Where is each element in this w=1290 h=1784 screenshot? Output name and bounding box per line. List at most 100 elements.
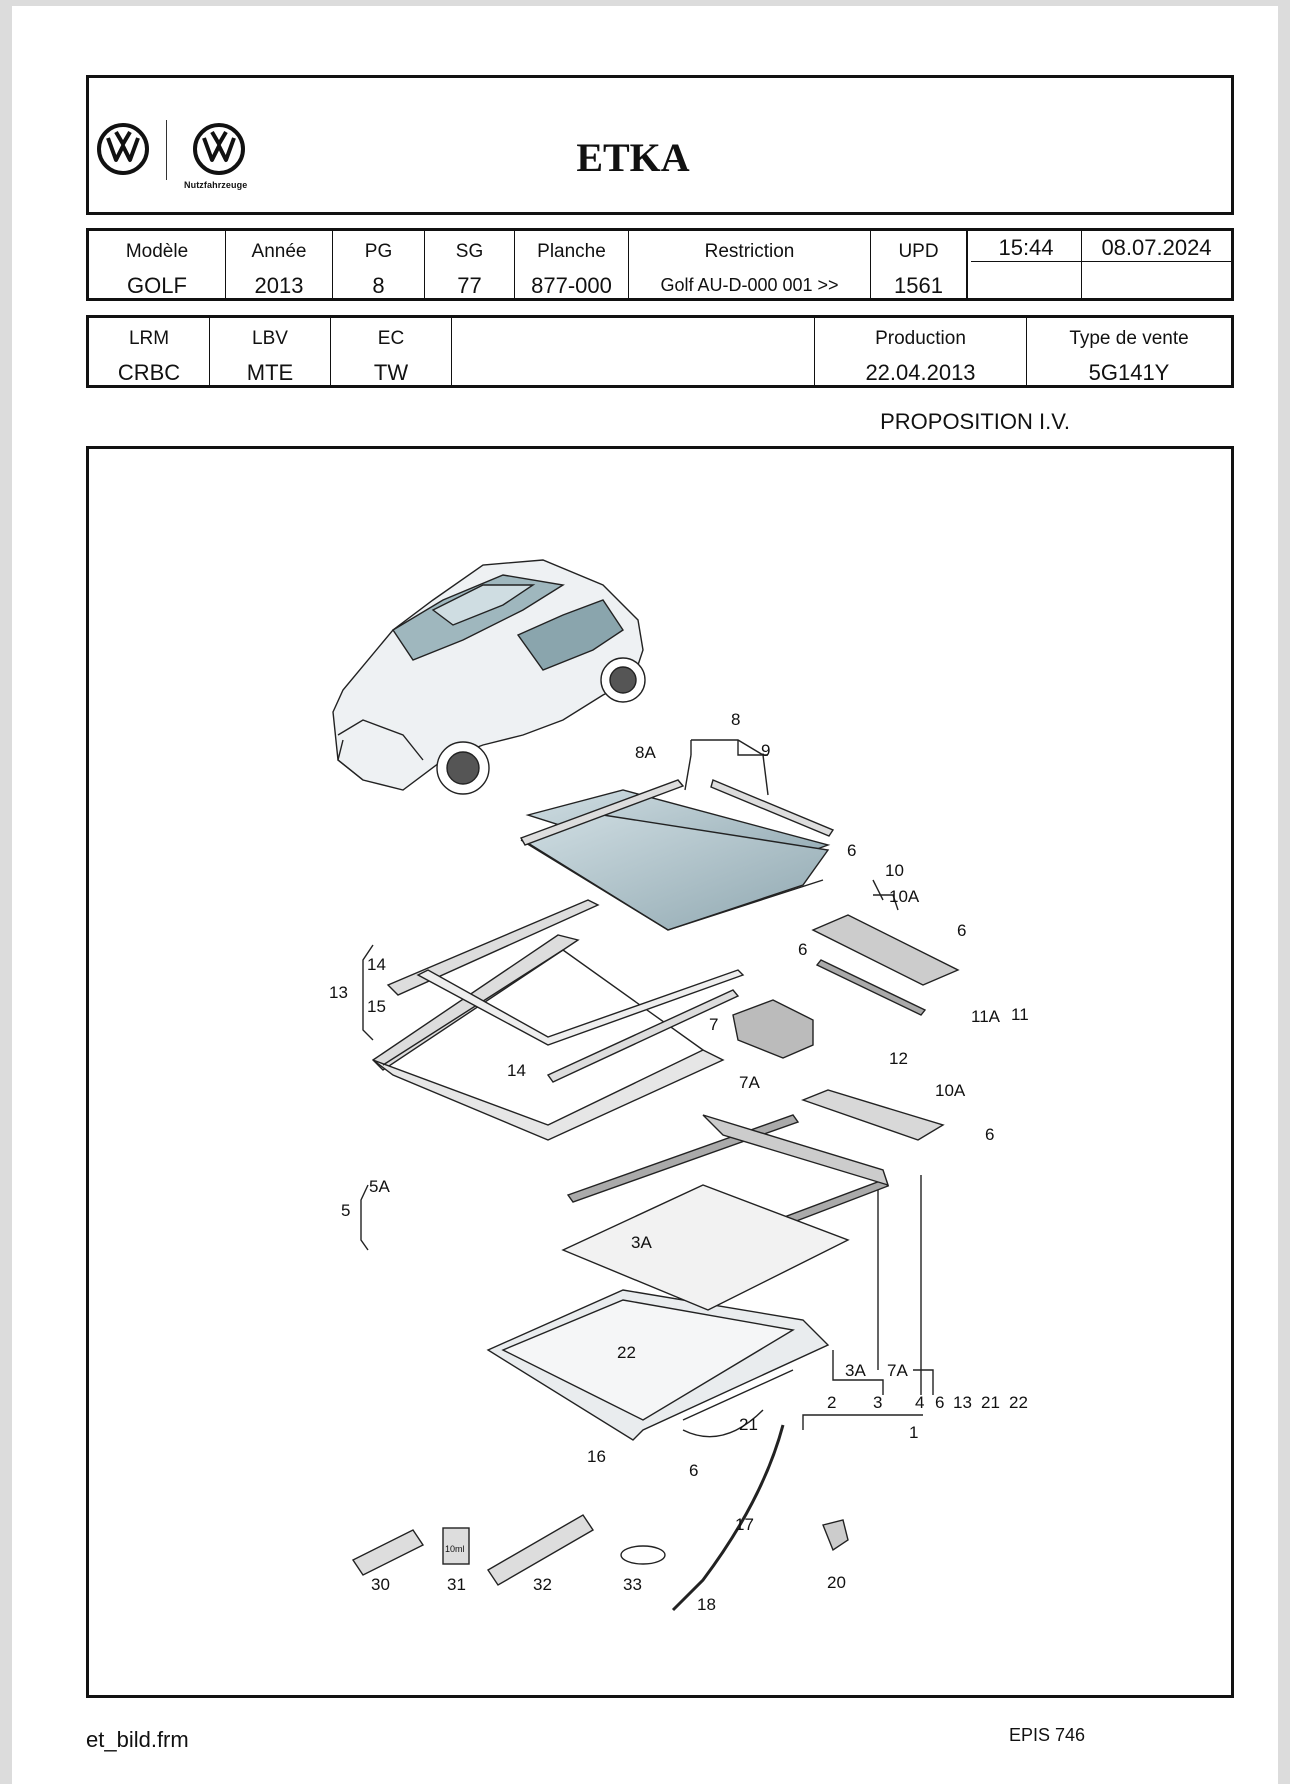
label-6e: 6 xyxy=(935,1393,944,1412)
label-32: 32 xyxy=(533,1575,552,1594)
label-21b: 21 xyxy=(981,1393,1000,1412)
cell-lrm: LRM CRBC xyxy=(89,318,210,385)
label-10a-2: 10A xyxy=(935,1081,966,1100)
label-1: 1 xyxy=(909,1423,918,1442)
production-label: Production xyxy=(875,328,966,349)
label-8a: 8A xyxy=(635,743,656,762)
label-10a: 10A xyxy=(889,887,920,906)
label-14b: 14 xyxy=(507,1061,526,1080)
label-10: 10 xyxy=(885,861,904,880)
ec-label: EC xyxy=(377,328,405,349)
date-value: 08.07.2024 xyxy=(1101,235,1212,260)
label-12: 12 xyxy=(889,1049,908,1068)
label-3: 3 xyxy=(873,1393,882,1412)
annee-label: Année xyxy=(251,241,307,262)
header-box xyxy=(86,75,1234,215)
sunroof-exploded-diagram: 8 8A 9 6 10 10A 6 6 11 11A 7 12 10A 7A 6… xyxy=(329,559,1029,1614)
time-value: 15:44 xyxy=(998,235,1054,260)
cell-annee: Année 2013 xyxy=(226,231,333,298)
time-date-divider xyxy=(971,261,1231,262)
part-number-labels: 8 8A 9 6 10 10A 6 6 11 11A 7 12 10A 7A 6… xyxy=(329,710,1029,1614)
upd-label: UPD xyxy=(898,241,939,262)
pg-value: 8 xyxy=(372,273,385,298)
lbv-value: MTE xyxy=(246,360,294,385)
bottle-label: 10ml xyxy=(445,1544,465,1554)
label-11: 11 xyxy=(1011,1005,1029,1024)
label-9: 9 xyxy=(761,741,770,760)
lrm-value: CRBC xyxy=(117,360,181,385)
production-value: 22.04.2013 xyxy=(865,360,976,385)
cell-restriction: Restriction Golf AU-D-000 001 >> xyxy=(629,231,871,298)
modele-value: GOLF xyxy=(127,273,187,298)
label-5a: 5A xyxy=(369,1177,390,1196)
label-18: 18 xyxy=(697,1595,716,1614)
proposition-text: PROPOSITION I.V. xyxy=(880,409,1070,434)
label-6d: 6 xyxy=(985,1125,994,1144)
label-13: 13 xyxy=(329,983,348,1002)
label-22b: 22 xyxy=(1009,1393,1028,1412)
info-row-1: Modèle GOLF Année 2013 PG 8 SG 77 Planch… xyxy=(86,228,1234,301)
vw-commercial-logo-icon xyxy=(193,123,245,175)
lrm-label: LRM xyxy=(128,328,170,349)
label-4: 4 xyxy=(915,1393,924,1412)
modele-label: Modèle xyxy=(125,241,189,262)
label-6b: 6 xyxy=(957,921,966,940)
ec-value: TW xyxy=(373,360,409,385)
page-title: ETKA xyxy=(576,135,690,180)
sg-value: 77 xyxy=(457,273,482,298)
label-11a: 11A xyxy=(971,1007,1001,1026)
cell-date: 08.07.2024 xyxy=(1082,231,1231,298)
label-15: 15 xyxy=(367,997,386,1016)
label-8: 8 xyxy=(731,710,740,729)
restriction-value: Golf AU-D-000 001 >> xyxy=(660,275,839,295)
logo-separator xyxy=(166,120,167,180)
cell-production: Production 22.04.2013 xyxy=(815,318,1027,385)
cell-ec: EC TW xyxy=(331,318,452,385)
brand-subtitle: Nutzfahrzeuge xyxy=(184,180,248,190)
label-7: 7 xyxy=(709,1015,718,1034)
type-value: 5G141Y xyxy=(1088,360,1170,385)
planche-value: 877-000 xyxy=(531,273,612,298)
footer-left: et_bild.frm xyxy=(86,1727,189,1752)
label-2: 2 xyxy=(827,1393,836,1412)
motor-part xyxy=(732,999,814,1059)
lbv-label: LBV xyxy=(252,328,288,349)
cell-upd: UPD 1561 xyxy=(871,231,967,298)
cell-blank xyxy=(452,318,815,385)
label-6f: 6 xyxy=(689,1461,698,1480)
label-16: 16 xyxy=(587,1447,606,1466)
sg-label: SG xyxy=(455,241,484,262)
car-illustration xyxy=(332,559,646,795)
label-7a: 7A xyxy=(739,1073,760,1092)
cell-modele: Modèle GOLF xyxy=(89,231,226,298)
label-13b: 13 xyxy=(953,1393,972,1412)
restriction-label: Restriction xyxy=(704,241,795,262)
label-5: 5 xyxy=(341,1201,350,1220)
cell-lbv: LBV MTE xyxy=(210,318,331,385)
label-7a-2: 7A xyxy=(887,1361,908,1380)
upd-value: 1561 xyxy=(894,273,943,298)
label-3a: 3A xyxy=(631,1233,652,1252)
label-14a: 14 xyxy=(367,955,386,974)
label-21: 21 xyxy=(739,1415,758,1434)
upd-divider xyxy=(967,231,968,298)
label-31: 31 xyxy=(447,1575,466,1594)
label-22: 22 xyxy=(617,1343,636,1362)
cell-pg: PG 8 xyxy=(333,231,425,298)
label-3a-2: 3A xyxy=(845,1361,866,1380)
label-33: 33 xyxy=(623,1575,642,1594)
planche-label: Planche xyxy=(537,241,606,262)
parts-diagram-frame: 8 8A 9 6 10 10A 6 6 11 11A 7 12 10A 7A 6… xyxy=(86,446,1234,1698)
label-6a: 6 xyxy=(847,841,856,860)
label-30: 30 xyxy=(371,1575,390,1594)
cell-sg: SG 77 xyxy=(425,231,515,298)
label-20: 20 xyxy=(827,1573,846,1592)
label-17: 17 xyxy=(735,1515,754,1534)
annee-value: 2013 xyxy=(254,273,304,298)
pg-label: PG xyxy=(364,241,393,262)
vw-logo-icon xyxy=(97,123,149,175)
label-6c: 6 xyxy=(798,940,807,959)
info-row-2: LRM CRBC LBV MTE EC TW Production 22.04.… xyxy=(86,315,1234,388)
cell-type-vente: Type de vente 5G141Y xyxy=(1027,318,1231,385)
footer-right: EPIS 746 xyxy=(1008,1725,1085,1745)
